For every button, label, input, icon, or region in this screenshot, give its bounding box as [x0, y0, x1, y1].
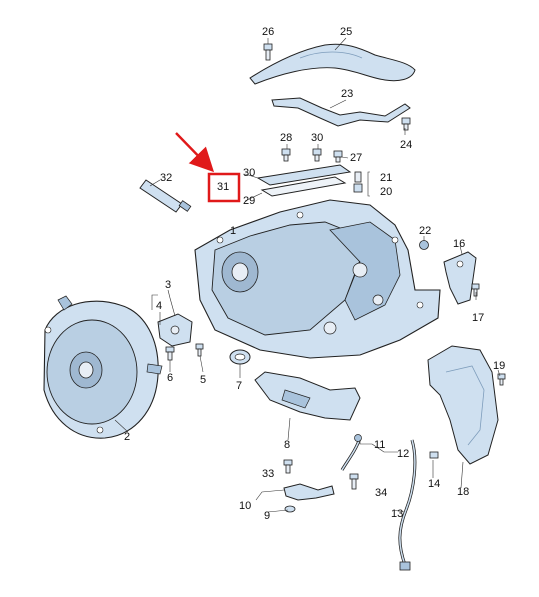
bracket-part-23: [271, 97, 411, 127]
bolt-part-6: [165, 346, 175, 361]
callout-34: 34: [375, 487, 388, 499]
callout-6: 6: [167, 372, 174, 384]
sleeve-part-20: [353, 183, 363, 193]
highlight-arrow: [175, 132, 215, 173]
bolt-part-5: [195, 343, 204, 357]
highlight-box: [207, 172, 241, 203]
callout-12: 12: [397, 448, 410, 460]
highlight-annotation: [175, 132, 241, 203]
callout-5: 5: [200, 374, 207, 386]
callout-32: 32: [160, 172, 173, 184]
callout-19: 19: [493, 360, 506, 372]
mount-bracket-part-4: [157, 313, 193, 347]
sensor-cable-part-13: [398, 439, 417, 571]
nut-part-22: [419, 240, 429, 250]
callout-2: 2: [124, 431, 131, 443]
clip-part-14: [429, 451, 439, 459]
bolt-part-30-top: [312, 148, 322, 162]
bolt-part-27: [333, 150, 343, 163]
callout-24: 24: [400, 139, 413, 151]
callout-14: 14: [428, 478, 441, 490]
bolt-part-24: [401, 117, 411, 131]
callout-11: 11: [374, 439, 386, 451]
callout-1: 1: [230, 225, 237, 237]
callout-30-top: 30: [311, 132, 324, 144]
callout-10: 10: [239, 500, 252, 512]
bracket-part-10: [283, 483, 335, 501]
callout-27: 27: [350, 152, 363, 164]
callout-8: 8: [284, 439, 291, 451]
pin-part-21: [354, 171, 362, 183]
callout-16: 16: [453, 238, 466, 250]
bolt-part-26: [263, 43, 273, 61]
callout-3: 3: [165, 279, 172, 291]
sensor-cable-part-12: [340, 434, 362, 471]
washer-part-9: [284, 505, 296, 513]
callout-21: 21: [380, 172, 393, 184]
callout-23: 23: [341, 88, 354, 100]
callout-25: 25: [340, 26, 353, 38]
bolt-part-19: [497, 373, 506, 386]
bolt-part-34: [349, 473, 359, 490]
callout-26: 26: [262, 26, 275, 38]
heat-shield-part-18: [427, 345, 499, 465]
callout-29: 29: [243, 195, 256, 207]
callout-31-highlighted: 31: [217, 181, 230, 193]
motor-flange-part-2: [43, 295, 163, 439]
callout-28: 28: [280, 132, 293, 144]
heat-shield-part-25: [249, 43, 416, 85]
gasket-part-29: [260, 176, 347, 197]
bolt-part-33: [283, 459, 293, 474]
bracket-part-16: [443, 251, 477, 305]
callout-33: 33: [262, 468, 275, 480]
sealant-tube-part-32: [139, 179, 192, 213]
bolt-part-28: [281, 148, 291, 162]
callout-17: 17: [472, 312, 485, 324]
gearbox-housing-part-1: [194, 199, 441, 359]
callout-20: 20: [380, 186, 393, 198]
callout-9: 9: [264, 510, 271, 522]
cover-plate-part-30: [256, 164, 352, 186]
callout-7: 7: [236, 380, 243, 392]
callout-22: 22: [419, 225, 432, 237]
callout-4: 4: [156, 300, 163, 312]
bracket-part-8: [254, 371, 361, 421]
seal-ring-part-7: [229, 349, 251, 365]
bolt-part-17: [471, 283, 480, 297]
callout-13: 13: [391, 508, 404, 520]
callout-30: 30: [243, 167, 256, 179]
callout-18: 18: [457, 486, 470, 498]
leader-lines: [114, 37, 501, 513]
